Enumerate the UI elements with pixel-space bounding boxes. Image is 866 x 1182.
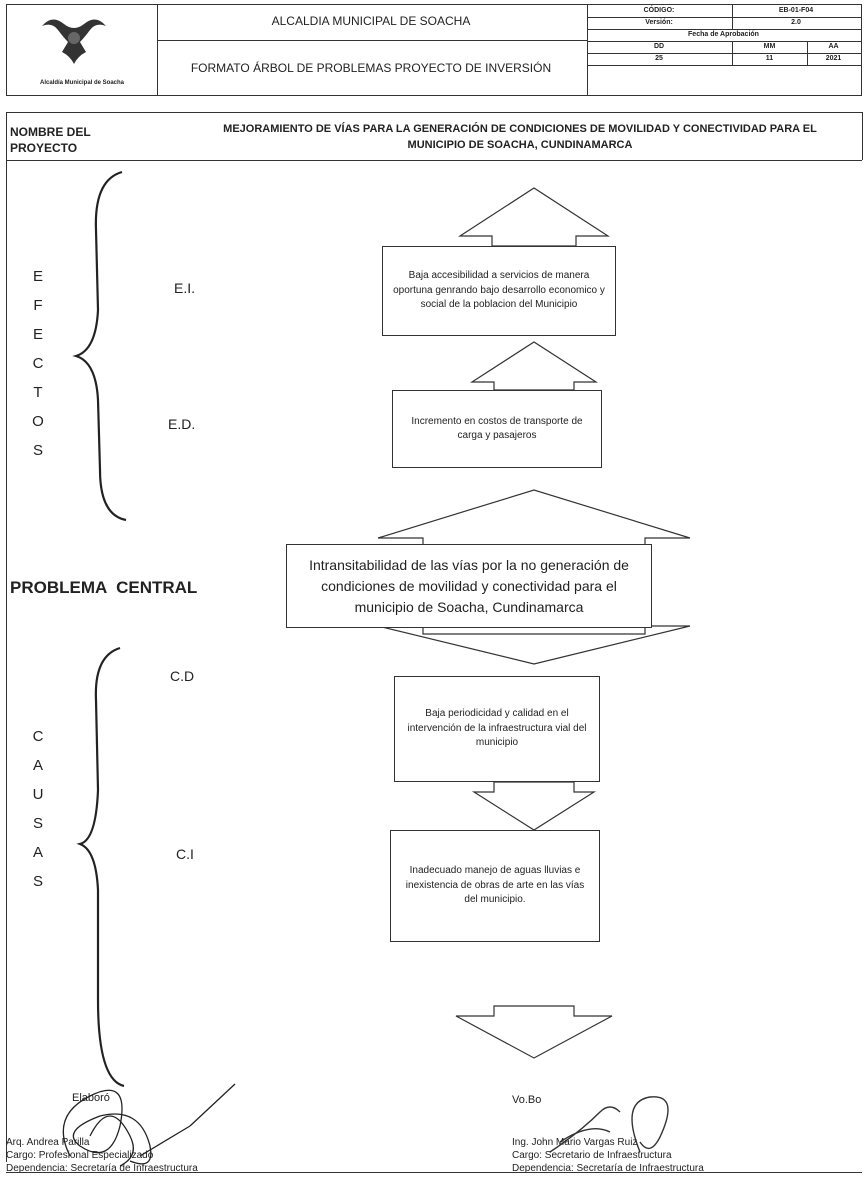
format-title: FORMATO ÁRBOL DE PROBLEMAS PROYECTO DE I… xyxy=(190,61,552,75)
org-name: ALCALDIA MUNICIPAL DE SOACHA xyxy=(271,14,471,28)
cause-indirect-box: Inadecuado manejo de aguas lluvias e ine… xyxy=(390,830,600,942)
effects-brace xyxy=(72,170,127,522)
arrow-up-wide xyxy=(377,489,691,547)
version-label: Versión: xyxy=(645,18,673,26)
logo-emblem-icon xyxy=(42,19,106,64)
date-header-aa: AA xyxy=(828,42,839,50)
footer-divider xyxy=(6,1172,862,1173)
cause-direct-box: Baja periodicidad y calidad en el interv… xyxy=(394,676,600,782)
codigo-value: EB-01-F04 xyxy=(778,6,814,14)
logo-caption: Alcaldía Municipal de Soacha xyxy=(39,80,125,86)
effect-direct-box: Incremento en costos de transporte de ca… xyxy=(392,390,602,468)
effects-vertical-label: E F E C T O S xyxy=(32,268,44,459)
page-border-right xyxy=(862,112,863,160)
central-problem-box: Intransitabilidad de las vías por la no … xyxy=(286,544,652,628)
cause-indirect-label: C.I xyxy=(176,846,194,862)
arrow-up-top xyxy=(457,187,611,247)
codigo-label: CÓDIGO: xyxy=(643,6,675,14)
vobo-label: Vo.Bo xyxy=(512,1094,542,1106)
effect-indirect-box: Baja accesibilidad a servicios de manera… xyxy=(382,246,616,336)
date-value-mm: 11 xyxy=(765,54,774,62)
effect-direct-label: E.D. xyxy=(168,416,196,432)
problem-central-label: PROBLEMA CENTRAL xyxy=(10,578,198,597)
arrow-down-bottom xyxy=(455,1005,613,1059)
page-border-left xyxy=(6,112,7,1162)
project-name: MEJORAMIENTO DE VÍAS PARA LA GENERACIÓN … xyxy=(223,123,817,151)
arrow-up-middle xyxy=(469,341,599,391)
project-label: NOMBRE DEL PROYECTO xyxy=(10,125,91,156)
effect-indirect-label: E.I. xyxy=(174,280,196,296)
fecha-label: Fecha de Aprobación xyxy=(688,30,759,38)
arrow-down-middle xyxy=(471,781,597,831)
divider xyxy=(6,160,862,161)
date-value-aa: 2021 xyxy=(825,54,842,62)
cause-direct-label: C.D xyxy=(170,668,195,684)
divider xyxy=(6,112,862,113)
elaboro-block: Arq. Andrea Parilla Cargo: Profesional E… xyxy=(6,1137,198,1174)
date-header-mm: MM xyxy=(763,42,776,50)
version-value: 2.0 xyxy=(791,18,801,26)
header-table xyxy=(6,4,862,96)
vobo-block: Ing. John Mario Vargas Ruiz Cargo: Secre… xyxy=(512,1137,704,1174)
date-header-dd: DD xyxy=(653,42,665,50)
date-value-dd: 25 xyxy=(655,54,663,62)
signature-vobo-icon xyxy=(549,1096,669,1153)
signature-elaboro-icon xyxy=(62,1083,236,1167)
causes-brace xyxy=(76,646,125,1088)
arrow-down-wide xyxy=(377,625,691,665)
causes-vertical-label: C A U S A S xyxy=(32,728,44,890)
